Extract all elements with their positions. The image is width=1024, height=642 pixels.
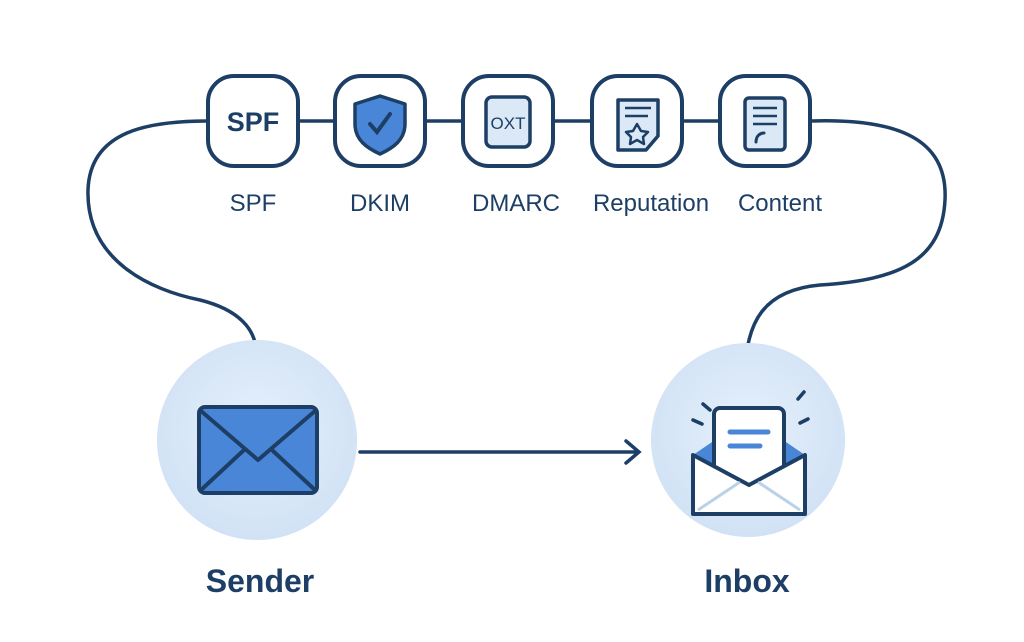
shield-check-icon (353, 94, 407, 156)
label-dkim: DKIM (350, 190, 410, 217)
arrow-sender-to-inbox (358, 439, 642, 465)
open-envelope-icon (691, 390, 810, 516)
dmarc-doc-icon: OXT (484, 95, 532, 149)
spf-text-icon: SPF (227, 107, 280, 137)
certificate-star-icon (616, 98, 660, 152)
sender-label: Sender (205, 563, 315, 599)
label-content: Content (737, 190, 823, 217)
envelope-icon (197, 405, 319, 495)
connector-left (86, 119, 258, 352)
inbox-label: Inbox (704, 563, 790, 599)
label-reputation: Reputation (592, 190, 710, 217)
connector-right (743, 118, 947, 380)
check-box-spf (206, 74, 300, 168)
label-dmarc: DMARC (472, 190, 560, 217)
label-spf: SPF (229, 190, 277, 217)
svg-text:OXT: OXT (491, 114, 526, 133)
document-icon (743, 96, 787, 152)
